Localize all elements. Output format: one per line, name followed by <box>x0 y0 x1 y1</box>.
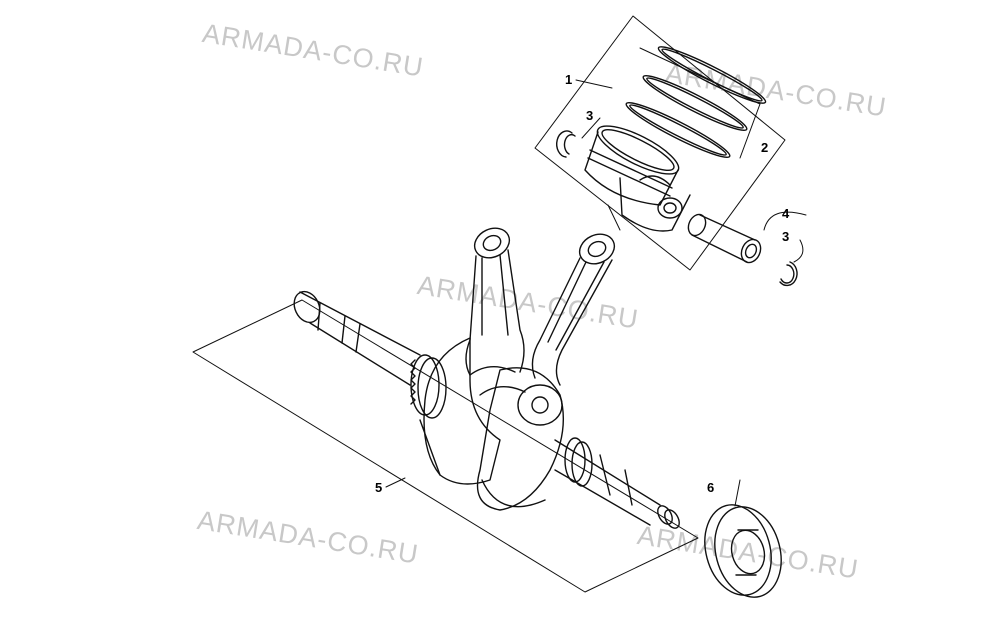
callout-circlip-right: 3 <box>782 229 790 244</box>
piston-group-outline <box>534 15 786 271</box>
callout-piston-rings: 2 <box>761 140 769 155</box>
callout-thrust-washer: 6 <box>707 480 715 495</box>
circlip-left <box>556 130 576 158</box>
crank-shaft-left <box>293 290 421 386</box>
piston <box>584 125 691 232</box>
connecting-rod-left <box>465 227 525 376</box>
piston-rings <box>625 46 767 158</box>
callout-piston-pin: 4 <box>782 206 790 221</box>
circlip-right <box>779 261 798 287</box>
callout-circlip-left: 3 <box>586 108 594 123</box>
callout-crankshaft: 5 <box>375 480 383 495</box>
crank-group-outline <box>192 299 699 593</box>
thrust-washer <box>704 504 782 598</box>
connecting-rod-right <box>531 233 616 386</box>
crank-shaft-right <box>554 437 680 529</box>
gear-left <box>410 354 447 419</box>
callout-piston-assembly: 1 <box>565 72 573 87</box>
piston-pin <box>687 213 762 264</box>
rings-group-outline <box>639 47 761 159</box>
crank-webs <box>419 337 565 511</box>
